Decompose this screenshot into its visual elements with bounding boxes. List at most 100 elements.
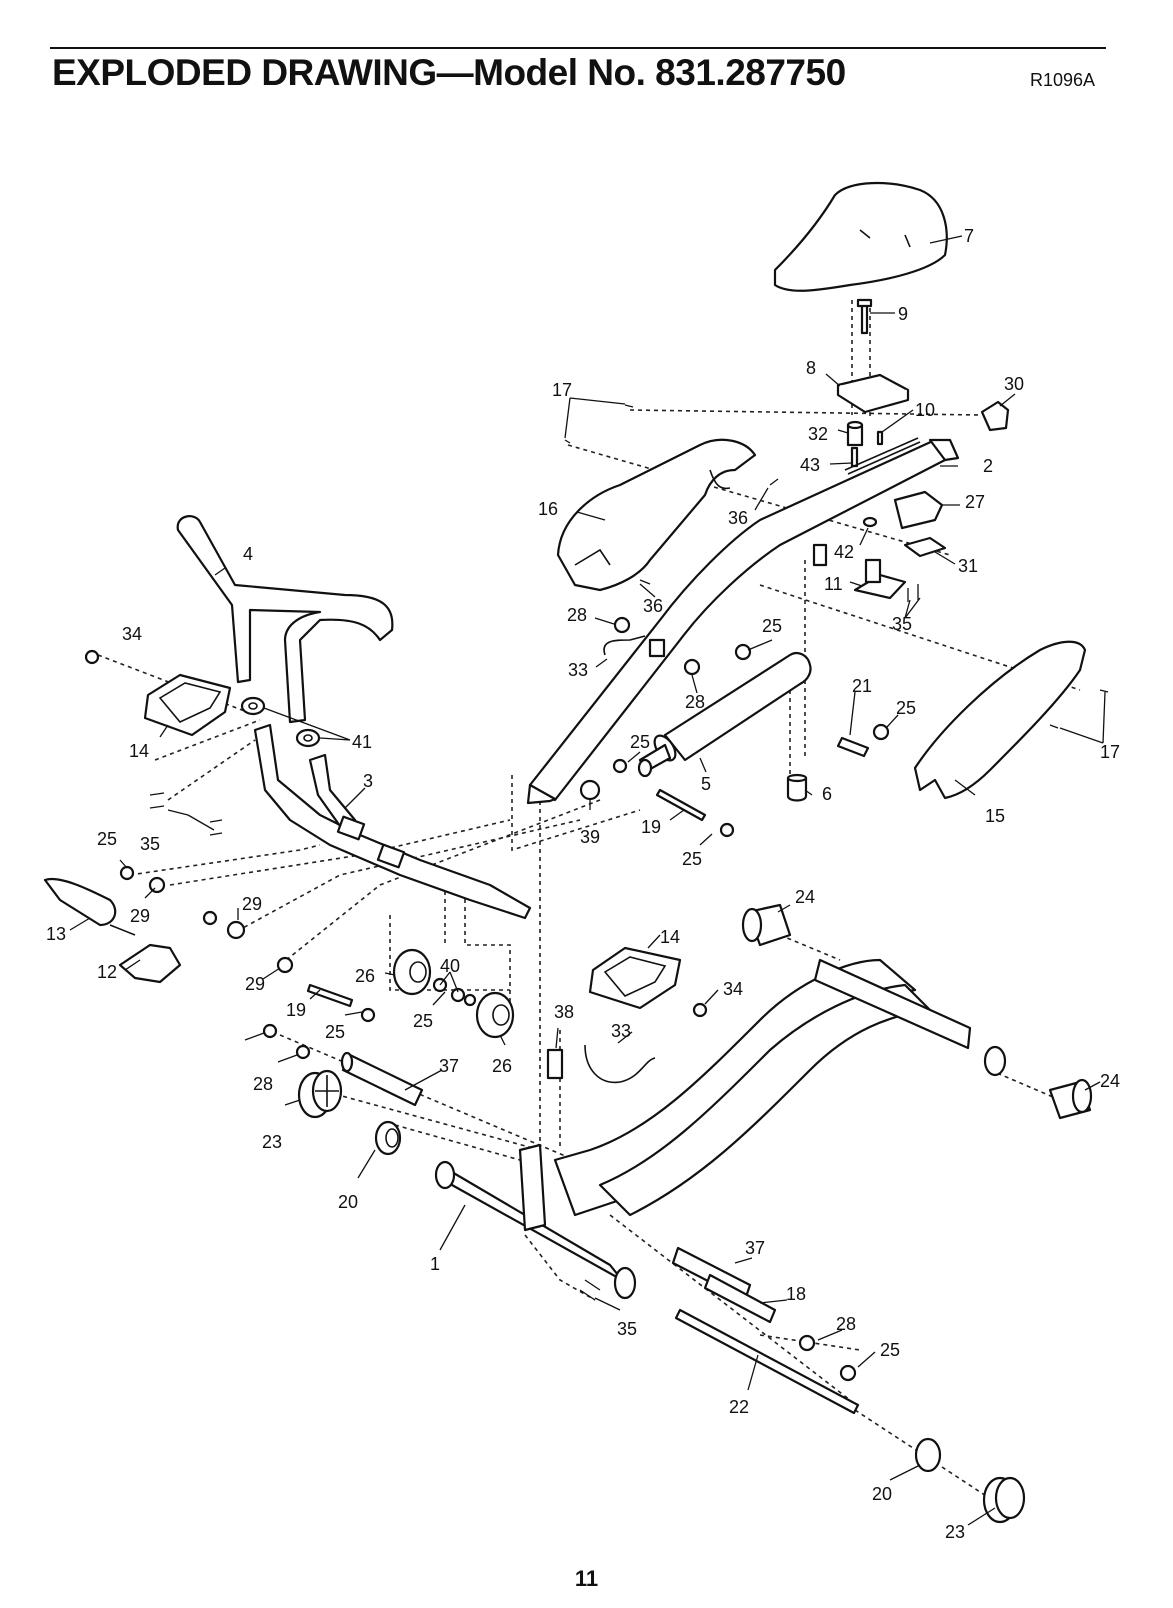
- lower-arm: [253, 723, 532, 920]
- washers-41: [240, 696, 321, 748]
- end-cap-30: [980, 400, 1010, 432]
- leader-lines: [69, 235, 1106, 1526]
- callout-label: 32: [808, 424, 828, 444]
- callout-label: 21: [852, 676, 872, 696]
- callout-label: 27: [965, 492, 985, 512]
- nuts-left: [119, 865, 376, 1060]
- callout-label: 23: [262, 1132, 282, 1152]
- callout-label: 19: [641, 817, 661, 837]
- callout-label: 29: [242, 894, 262, 914]
- base-11: [853, 558, 907, 600]
- callout-label: 22: [729, 1397, 749, 1417]
- callout-label: 25: [762, 616, 782, 636]
- screws-35-left: [149, 792, 223, 836]
- callout-label: 1: [430, 1254, 440, 1274]
- callout-label: 35: [617, 1319, 637, 1339]
- callout-label: 20: [338, 1192, 358, 1212]
- nut-34-right: [692, 1002, 708, 1018]
- callout-label: 33: [611, 1021, 631, 1041]
- callout-label: 11: [824, 574, 843, 594]
- callout-label: 14: [129, 741, 149, 761]
- callout-label: 20: [872, 1484, 892, 1504]
- wire-33-lower: [584, 1044, 656, 1084]
- frame-beam: [526, 437, 960, 805]
- bracket-38: [546, 1048, 564, 1080]
- callout-label: 13: [46, 924, 66, 944]
- callout-label: 38: [554, 1002, 574, 1022]
- callout-label: 37: [745, 1238, 765, 1258]
- wire-33-upper: [603, 635, 646, 656]
- screws-35-upper: [907, 584, 919, 602]
- callout-label: 18: [786, 1284, 806, 1304]
- callout-label: 14: [660, 927, 680, 947]
- axle-22: [674, 1308, 860, 1415]
- wheel-26-upper: [392, 948, 432, 996]
- callout-label: 10: [915, 400, 935, 420]
- callout-label: 34: [122, 624, 142, 644]
- callout-label: 25: [880, 1340, 900, 1360]
- callout-label: 40: [440, 956, 460, 976]
- callout-label: 8: [806, 358, 816, 378]
- callout-label: 30: [1004, 374, 1024, 394]
- callout-label: 41: [352, 732, 372, 752]
- tube-18: [703, 1273, 777, 1324]
- wheel-23-left: [297, 1069, 343, 1119]
- bracket-27: [893, 490, 944, 530]
- callout-label: 25: [896, 698, 916, 718]
- base-frame: [434, 958, 1007, 1300]
- callout-label: 25: [630, 732, 650, 752]
- callout-label: 33: [568, 660, 588, 680]
- cap-24-lower: [1048, 1078, 1093, 1120]
- callout-label: 5: [701, 774, 711, 794]
- callout-label: 34: [723, 979, 743, 999]
- callout-label: 43: [800, 455, 820, 475]
- pin-43: [850, 446, 859, 468]
- clip-36-upper: [769, 478, 779, 486]
- page-title: EXPLODED DRAWING—Model No. 831.287750: [52, 52, 846, 93]
- header-rule: [50, 47, 1106, 49]
- wheel-26-lower: [475, 991, 515, 1039]
- screws-35-bottom: [579, 1279, 601, 1301]
- seat-bracket: [836, 373, 910, 414]
- cap-6: [786, 773, 808, 802]
- cap-24-upper: [741, 903, 792, 947]
- callout-label: 25: [413, 1011, 433, 1031]
- callout-label: 23: [945, 1522, 965, 1542]
- pin-21: [836, 736, 870, 758]
- callout-label: 29: [130, 906, 150, 926]
- callout-labels: 7 9 8 30 10 32 43 2 27 17 16 36 42 31 11…: [46, 226, 1120, 1542]
- callout-label: 26: [492, 1056, 512, 1076]
- nut-34-left: [84, 649, 100, 665]
- page-number: 11: [574, 1566, 599, 1591]
- seat: [773, 182, 948, 292]
- nuts-upper: [612, 616, 890, 838]
- left-shroud: [556, 438, 757, 592]
- callout-label: 42: [834, 542, 854, 562]
- screw-10: [876, 430, 884, 446]
- callout-label: 2: [983, 456, 993, 476]
- callout-label: 25: [97, 829, 117, 849]
- bushing-20-left: [374, 1120, 402, 1156]
- plate-31: [903, 536, 947, 558]
- callout-label: 16: [538, 499, 558, 519]
- callout-label: 28: [567, 605, 587, 625]
- screws-17-top: [564, 404, 634, 444]
- axle-19-upper: [655, 788, 707, 822]
- callout-label: 19: [286, 1000, 306, 1020]
- callout-label: 24: [795, 887, 815, 907]
- callout-label: 35: [140, 834, 160, 854]
- screws-17-right: [1049, 689, 1109, 729]
- nuts-lower-right: [798, 1334, 857, 1382]
- callout-label: 35: [892, 614, 912, 634]
- bushing-39: [579, 779, 601, 801]
- callout-label: 29: [245, 974, 265, 994]
- callout-label: 37: [439, 1056, 459, 1076]
- callout-label: 39: [580, 827, 600, 847]
- right-shroud: [913, 640, 1087, 800]
- strap-13: [43, 877, 136, 936]
- callout-label: 36: [728, 508, 748, 528]
- callout-label: 3: [363, 771, 373, 791]
- callout-label: 17: [552, 380, 572, 400]
- drawing-code: R1096A: [1030, 70, 1096, 90]
